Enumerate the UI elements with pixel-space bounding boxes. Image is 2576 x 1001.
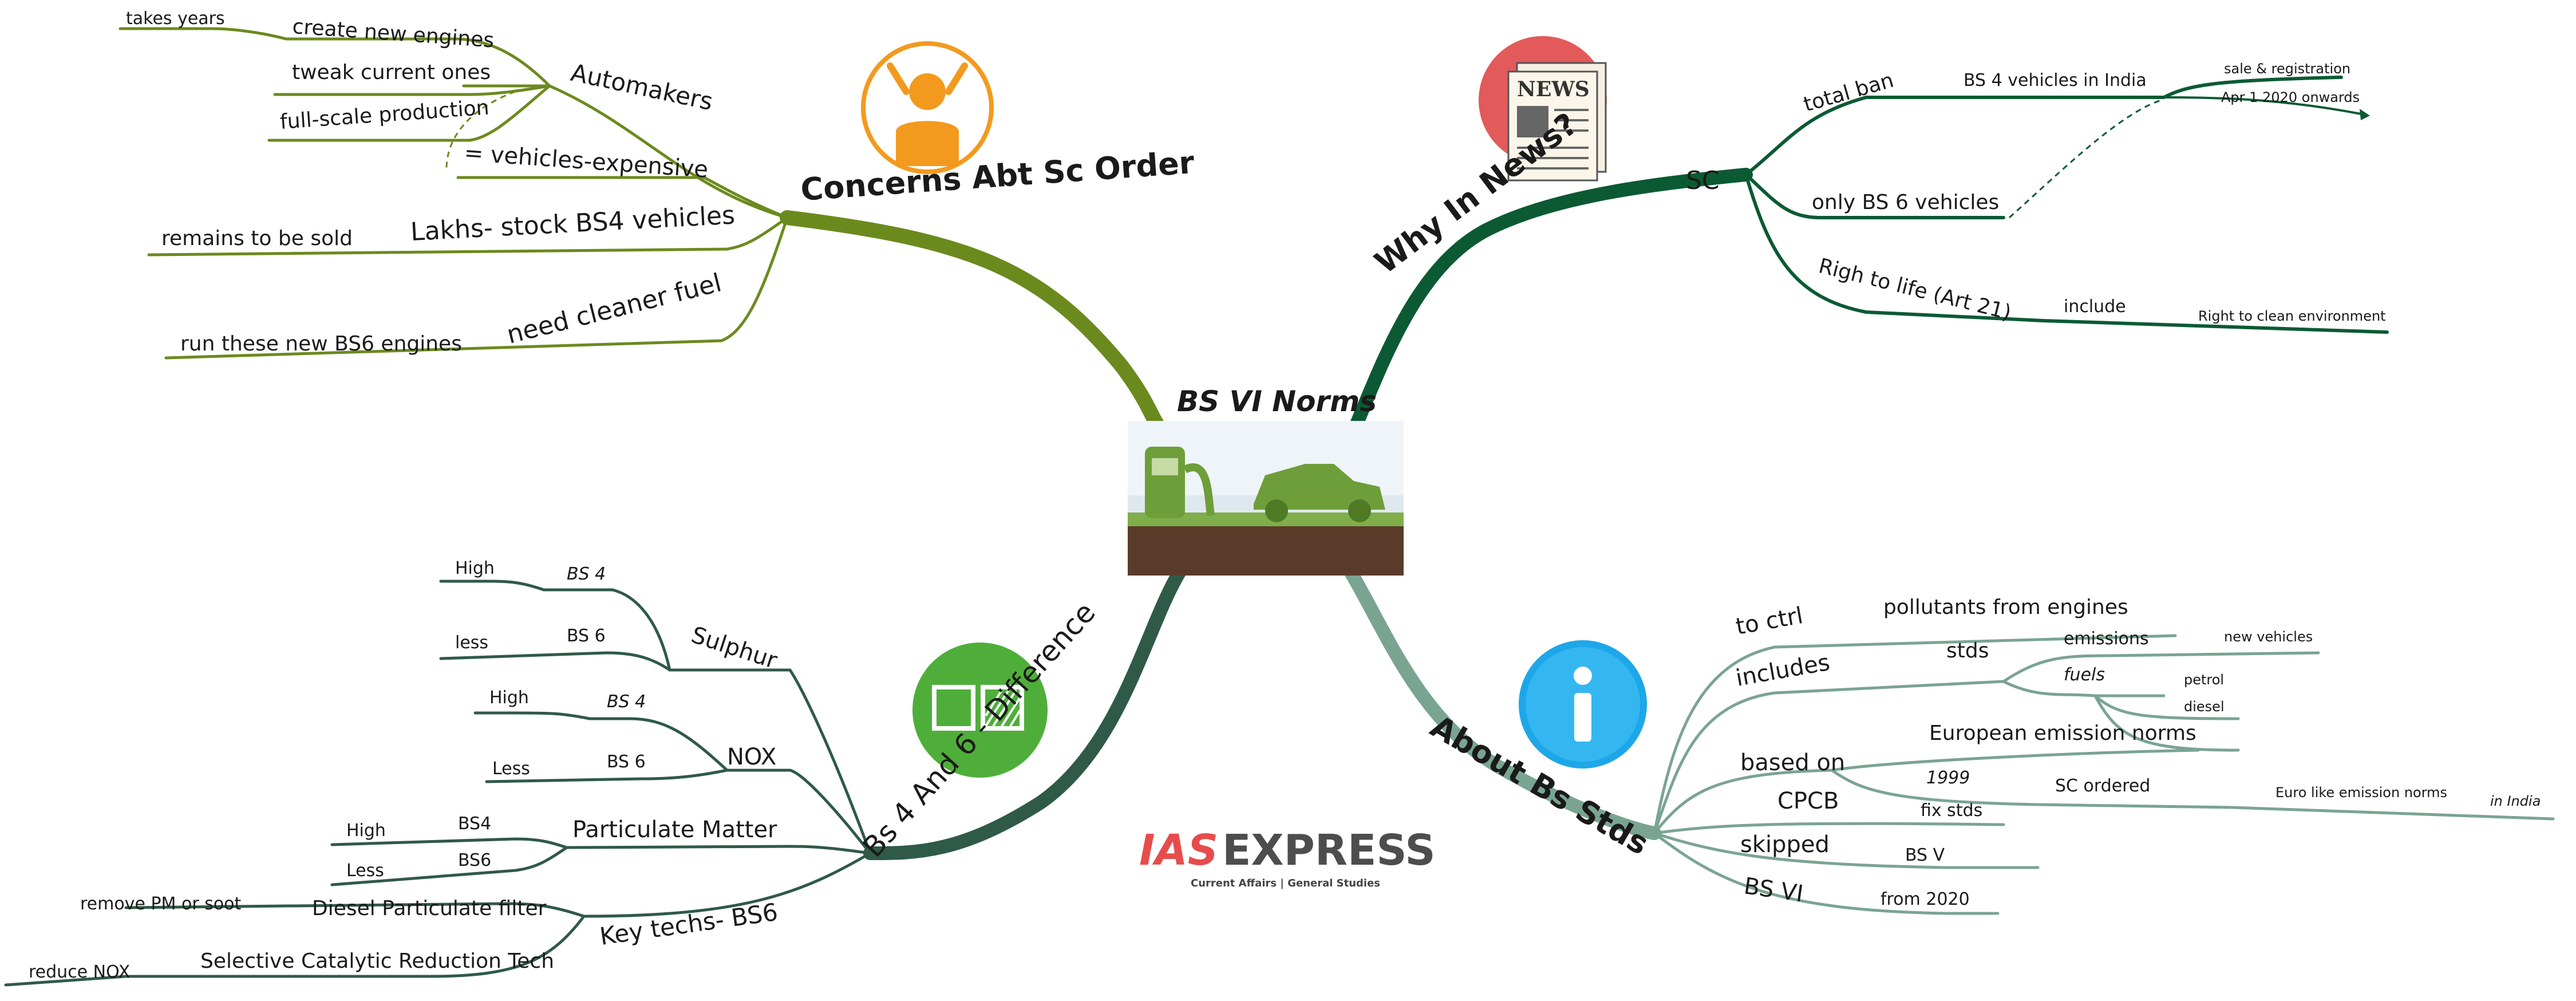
about-bs-v: BS V [1905,845,1945,865]
diff-n-bs6: BS 6 [607,752,646,772]
diff-main-branch [863,566,1186,860]
concerns-main-branch [780,210,1175,443]
about-stds: stds [1946,639,1989,663]
concerns-run-engines: run these new BS6 engines [180,332,462,356]
about-fuels: fuels [2064,665,2105,685]
diff-pm: Particulate Matter [572,817,777,843]
diff-sub-branches [4,580,872,987]
diff-keytech: Key techs- BS6 [598,898,780,951]
diff-s-bs4: BS 4 [567,564,606,584]
diff-scr: Selective Catalytic Reduction Tech [200,949,554,973]
about-euro-like: Euro like emission norms [2275,785,2447,801]
ias-express-logo: IAS EXPRESS Current Affairs | General St… [1139,826,1436,889]
diff-s-bs6: BS 6 [567,626,606,646]
news-total-ban: total ban [1801,69,1897,117]
concerns-tweak-current: tweak current ones [292,61,491,84]
news-bs4-india: BS 4 vehicles in India [1963,70,2147,90]
diff-s-less: less [455,633,488,653]
about-based-on: based on [1740,750,1845,776]
about-pollutants: pollutants from engines [1883,596,2128,619]
about-main-branch [1344,566,1661,840]
about-cpcb: CPCB [1777,788,1839,814]
about-diesel: diesel [2184,699,2225,715]
diff-n-high: High [489,688,529,708]
news-sale-reg: sale & registration [2224,61,2350,77]
diff-sulphur: Sulphur [688,622,781,675]
only-bs6-dashed-link [2009,99,2162,219]
diff-p-high: High [346,821,386,841]
diff-dpf: Diesel Particulate filter [312,897,547,920]
diff-s-high: High [455,558,495,578]
news-sc: SC [1686,166,1720,195]
green-fuel-pump-and-car-image [1128,421,1404,576]
about-european: European emission norms [1929,722,2196,745]
concerns-title: Concerns Abt Sc Order [800,144,1196,208]
logo-brand-red: IAS [1139,826,1218,875]
diff-n-less: Less [492,759,530,779]
concerns-takes-years: takes years [126,9,225,29]
about-new-vehicles: new vehicles [2224,629,2313,645]
news-right-env: Right to clean environment [2198,308,2386,324]
about-sc-ordered: SC ordered [2055,776,2150,796]
concerns-remains-sold: remains to be sold [161,227,353,250]
newspaper-icon: NEWS [1479,36,1607,182]
about-1999: 1999 [1926,768,1970,788]
news-title: Why In News? [1368,106,1584,281]
diff-title: Bs 4 And 6 - Difference [856,596,1102,864]
diff-n-bs4: BS 4 [607,692,646,712]
news-only-bs6: only BS 6 vehicles [1812,191,1999,214]
compare-squares-icon [912,643,1048,778]
concerns-create-new-engines: create new engines [291,15,495,53]
about-to-ctrl: to ctrl [1734,602,1805,640]
about-petrol: petrol [2184,672,2224,688]
concerns-lakhs-stock: Lakhs- stock BS4 vehicles [410,200,736,247]
diff-p-bs4: BS4 [458,814,491,834]
diff-remove-pm: remove PM or soot [80,894,242,914]
expensive-dashed-link [445,90,516,170]
concerns-full-scale: full-scale production [279,96,490,134]
concerns-sub-branches [118,27,789,360]
arrow-head-icon [2360,109,2370,120]
center-title: BS VI Norms [1177,385,1377,418]
diff-p-bs6: BS6 [458,850,491,870]
logo-tagline: Current Affairs | General Studies [1191,877,1380,889]
news-arrow-line [2163,96,2365,116]
about-bs-vi: BS VI [1743,873,1805,907]
about-in-india: in India [2490,793,2541,809]
about-skipped: skipped [1740,831,1830,858]
info-icon [1519,640,1647,769]
about-sub-branches [1653,634,2555,915]
concerns-need-fuel: need cleaner fuel [504,268,724,349]
about-emissions: emissions [2064,629,2149,649]
news-include: include [2064,297,2126,317]
news-apr-2020: Apr 1 2020 onwards [2221,89,2360,105]
news-sub-branches [1744,76,2389,334]
worried-person-icon [861,41,994,174]
newspaper-icon-text: NEWS [1517,77,1590,101]
diff-reduce-nox: reduce NOX [29,962,130,982]
logo-brand-dark: EXPRESS [1222,826,1436,875]
diff-p-less: Less [346,861,384,881]
about-from-2020: from 2020 [1880,889,1970,909]
news-main-branch [1350,168,1753,431]
diff-nox: NOX [727,744,776,770]
about-fix-stds: fix stds [1921,801,1982,821]
